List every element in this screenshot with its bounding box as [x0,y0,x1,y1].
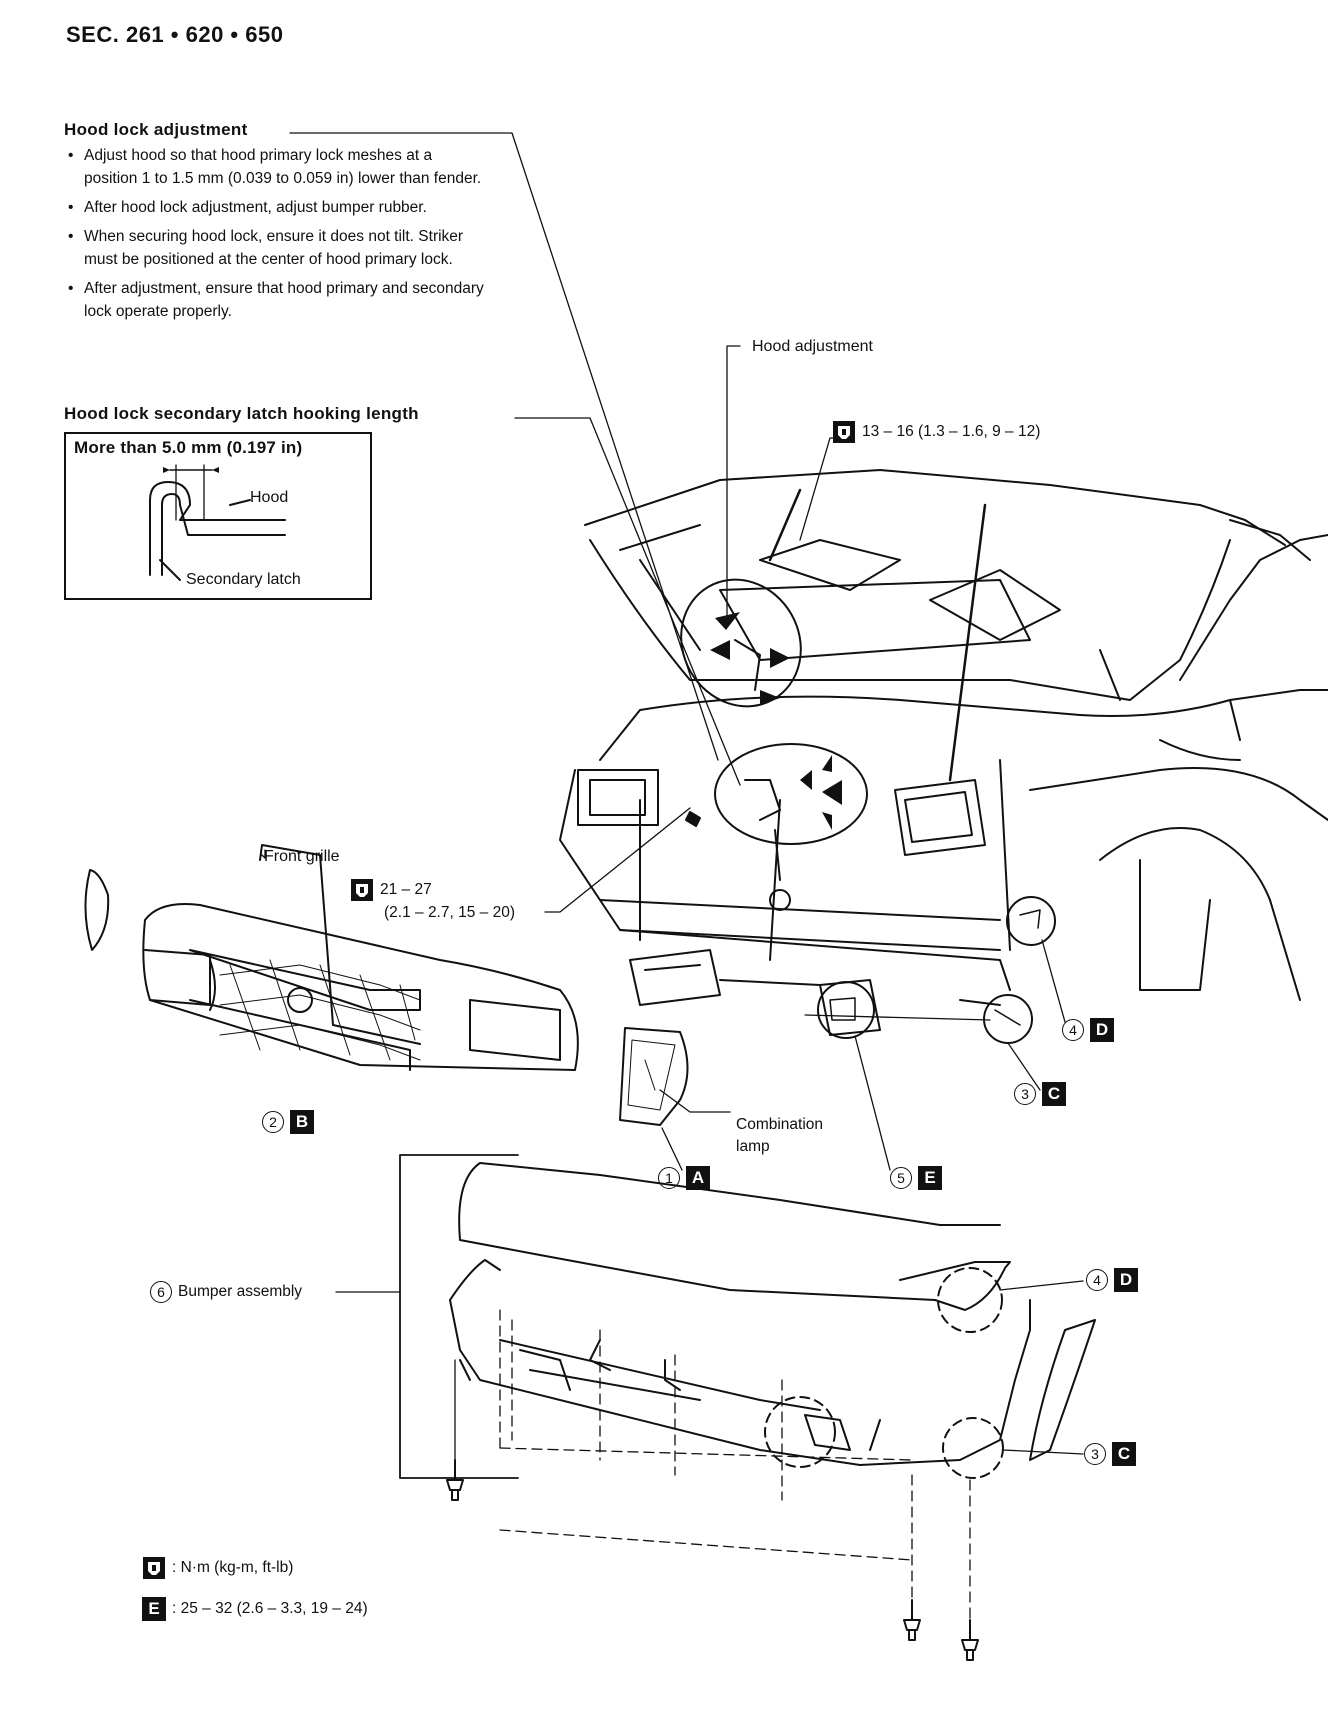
secondary-latch-title: Hood lock secondary latch hooking length [64,404,419,423]
bumper-assembly-label: Bumper assembly [178,1283,303,1300]
secondary-latch-box [64,432,372,600]
combination-lamp-label-1: Combination [736,1116,824,1133]
list-item: After adjustment, ensure that hood prima… [64,277,484,323]
detail-circle-d [1006,896,1056,946]
lock-torque-spec: 21 – 27 [350,878,432,902]
detail-circle-e [817,981,875,1039]
secondary-latch-detail [149,464,286,581]
hood-adjustment-inset [680,578,802,708]
combination-lamp-label-2: lamp [736,1138,770,1155]
clips [446,811,979,1661]
front-grille-label: Front grille [264,848,340,865]
callout-4-d: 4 D [1062,1018,1114,1042]
torque-wrench-icon [351,879,373,901]
hood-lock-inset [714,743,868,911]
torque-wrench-icon [143,1557,165,1579]
callout-4-d-bumper: 4 D [1086,1268,1138,1292]
detail-circle-c-bumper [942,1417,1004,1479]
legend-e-badge: E [142,1597,166,1621]
torque-wrench-icon [833,421,855,443]
legend-torque-units: : N·m (kg-m, ft-lb) [142,1556,293,1580]
hood-torque-value: 13 – 16 (1.3 – 1.6, 9 – 12) [862,423,1041,440]
front-grille-drawing [84,844,579,1071]
lock-torque-value-2: (2.1 – 2.7, 15 – 20) [384,904,515,921]
hood-adjustment-label: Hood adjustment [752,338,873,355]
legend-e-torque: E : 25 – 32 (2.6 – 3.3, 19 – 24) [142,1597,368,1621]
list-item: Adjust hood so that hood primary lock me… [64,144,484,190]
section-code: SEC. 261 • 620 • 650 [66,22,284,47]
callout-3-c: 3 C [1014,1082,1066,1106]
hood-lock-adjustment-notes: Hood lock adjustment Adjust hood so that… [64,120,484,329]
callout-2-b: 2 B [262,1110,314,1134]
mounting-guides [499,1309,971,1621]
bumper-drawing [449,1162,1096,1621]
detail-circle-e-bumper [764,1396,836,1468]
vehicle-body [559,469,1328,1036]
callout-3-c-bumper: 3 C [1084,1442,1136,1466]
hood-torque-spec: 13 – 16 (1.3 – 1.6, 9 – 12) [832,420,1040,444]
legend-torque-units-text: : N·m (kg-m, ft-lb) [172,1559,294,1576]
detail-circle-d-bumper [937,1267,1003,1333]
detail-circle-c [983,994,1033,1044]
grille-mesh [219,959,421,1061]
callout-6-bumper-assembly: 6 Bumper assembly [150,1281,302,1303]
lock-torque-value-1: 21 – 27 [380,881,432,898]
hood-lock-adjustment-title: Hood lock adjustment [64,120,248,139]
legend-e-torque-text: : 25 – 32 (2.6 – 3.3, 19 – 24) [172,1600,368,1617]
combination-lamp-drawing [619,1027,689,1126]
list-item: After hood lock adjustment, adjust bumpe… [64,196,484,219]
callout-1-a: 1 A [658,1166,710,1190]
callout-5-e: 5 E [890,1166,942,1190]
secondary-latch-spec: More than 5.0 mm (0.197 in) [74,438,303,457]
secondary-latch-label: Secondary latch [186,571,301,588]
list-item: When securing hood lock, ensure it does … [64,225,484,271]
hood-lock-adjustment-list: Adjust hood so that hood primary lock me… [64,144,484,323]
hood-label: Hood [250,489,289,506]
